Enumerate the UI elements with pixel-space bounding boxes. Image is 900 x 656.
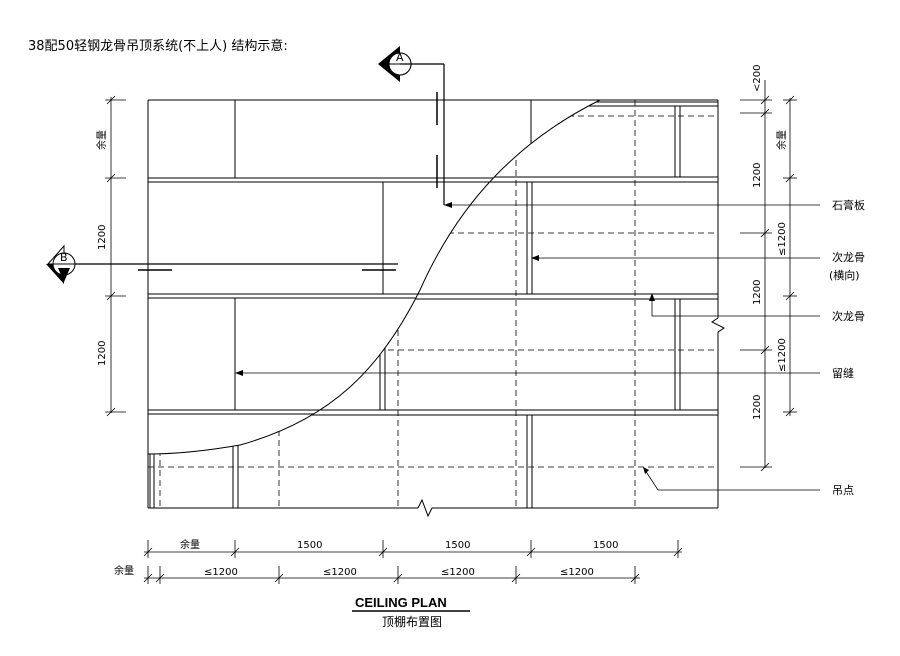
right-inner-le1200-a: ≤1200 <box>777 222 788 256</box>
bottom-dim2-le1200-b: ≤1200 <box>323 567 357 578</box>
keel-grid-region <box>148 100 718 508</box>
left-dim-1200-a: 1200 <box>97 225 108 250</box>
right-inner-dimension <box>783 95 797 417</box>
section-mark-a-label: A <box>396 51 404 64</box>
bottom-dim-1500-a: 1500 <box>297 540 322 551</box>
right-inner-le1200-b: ≤1200 <box>777 338 788 372</box>
right-dim-1200-c: 1200 <box>752 395 763 420</box>
right-inner-margin: 余量 <box>775 130 788 150</box>
drawing-title: 38配50轻钢龙骨吊顶系统(不上人) 结构示意: <box>28 38 288 54</box>
callout-gypsum-board: 石膏板 <box>832 198 865 212</box>
right-dim-1200-b: 1200 <box>752 280 763 305</box>
callout-cross-keel-direction: (横向) <box>829 268 860 282</box>
bottom-dim-1500-b: 1500 <box>445 540 470 551</box>
right-dim-1200-a: 1200 <box>752 163 763 188</box>
break-curve <box>147 99 601 455</box>
section-mark-a: A <box>378 46 445 205</box>
bottom-dimension-row1 <box>143 540 683 558</box>
leader-arrows <box>235 202 655 474</box>
callout-keel: 次龙骨 <box>832 309 865 323</box>
callout-cross-keel: 次龙骨 <box>832 250 865 264</box>
bottom-dim-1500-c: 1500 <box>593 540 618 551</box>
callout-hanger-point: 吊点 <box>832 484 854 497</box>
bottom-dim-margin: 余量 <box>180 538 200 551</box>
section-mark-b-label: B <box>60 251 68 264</box>
right-outer-dimension <box>740 80 772 472</box>
plan-outline <box>147 99 725 518</box>
bottom-dim2-le1200-c: ≤1200 <box>441 567 475 578</box>
plan-title: CEILING PLAN <box>355 595 447 610</box>
plan-subtitle: 顶棚布置图 <box>382 614 442 629</box>
right-dim-lt200: <200 <box>752 65 763 92</box>
left-dim-margin: 余量 <box>95 130 108 150</box>
section-mark-b: B <box>46 244 398 284</box>
left-dim-1200-b: 1200 <box>97 341 108 366</box>
bottom-dim2-margin: 余量 <box>114 564 134 577</box>
bottom-dim2-le1200-a: ≤1200 <box>204 567 238 578</box>
bottom-dimension-row2 <box>143 566 640 584</box>
leader-lines <box>238 204 820 491</box>
bottom-dim2-le1200-d: ≤1200 <box>560 567 594 578</box>
left-dimension <box>105 95 126 417</box>
callout-gap: 留缝 <box>832 366 854 380</box>
gypsum-board-region <box>148 100 600 415</box>
